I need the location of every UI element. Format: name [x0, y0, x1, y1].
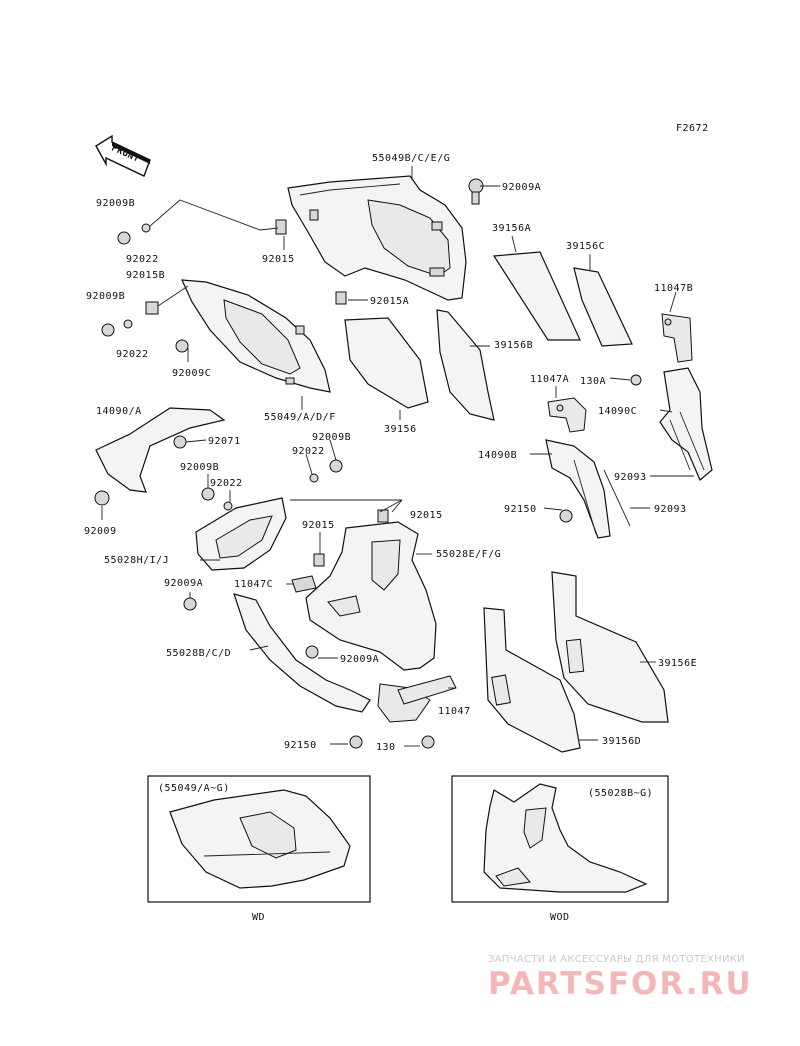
bolt-92009B-c	[309, 459, 343, 483]
callout-92015B: 92015B	[126, 270, 165, 281]
callout-130A: 130A	[580, 376, 606, 387]
inset-left: (55049/A~G) WD	[147, 775, 371, 923]
figure-id: F2672	[676, 123, 709, 134]
callout-39156: 39156	[384, 424, 417, 435]
callout-92022-a: 92022	[126, 254, 159, 265]
leader-lines	[101, 166, 694, 747]
callout-labels: 55049B/C/E/G 92009A 92009B 92022 92015 9…	[84, 153, 697, 753]
inset-right-title: (55028B~G)	[588, 788, 653, 799]
callout-92022-b: 92022	[116, 349, 149, 360]
callout-39156B: 39156B	[494, 340, 533, 351]
inset-left-caption: WD	[252, 912, 265, 923]
panel-39156E	[551, 571, 669, 723]
front-arrow-icon: FRONT	[95, 134, 151, 177]
callout-92015-a: 92015	[262, 254, 295, 265]
clip-92015A	[335, 291, 347, 305]
callout-55028BCD: 55028B/C/D	[166, 648, 231, 659]
bolt-92009B-b	[101, 301, 159, 337]
bracket-11047C	[291, 575, 317, 593]
watermark-tagline: ЗАПЧАСТИ И АКСЕССУАРЫ ДЛЯ МОТОТЕХНИКИ	[488, 954, 745, 965]
callout-130: 130	[376, 742, 396, 753]
callout-39156D: 39156D	[602, 736, 641, 747]
callout-11047C: 11047C	[234, 579, 273, 590]
bolt-92009	[94, 490, 110, 506]
callout-92015-b: 92015	[410, 510, 443, 521]
lower-fairing-left	[181, 279, 331, 393]
watermark-brand: PARTSFOR.RU	[488, 966, 753, 1002]
callout-92009B-c: 92009B	[312, 432, 351, 443]
callout-92009B-d: 92009B	[180, 462, 219, 473]
bolt-92009A-top	[468, 178, 484, 205]
callout-92009A-mid: 92009A	[164, 578, 203, 589]
callout-11047B: 11047B	[654, 283, 693, 294]
inner-cowl-55028HIJ	[195, 497, 287, 571]
callout-11047A: 11047A	[530, 374, 569, 385]
callout-92015-c: 92015	[302, 520, 335, 531]
callout-14090B: 14090B	[478, 450, 517, 461]
lower-cowl-55028EFG	[305, 521, 437, 671]
callout-92150-a: 92150	[504, 504, 537, 515]
bolt-92150-a	[559, 509, 573, 523]
bolt-130A	[630, 374, 642, 386]
bolt-92009B-d	[201, 487, 233, 511]
bolt-92009A-low	[305, 645, 319, 659]
upper-fairing-right	[287, 175, 467, 301]
panel-39156D	[483, 607, 581, 753]
callout-92071: 92071	[208, 436, 241, 447]
callout-39156C: 39156C	[566, 241, 605, 252]
bracket-14090C	[659, 367, 713, 481]
callout-92093-a: 92093	[614, 472, 647, 483]
bolt-92009B-a	[117, 223, 151, 245]
duct-14090A	[95, 407, 226, 493]
callout-92009A-low: 92009A	[340, 654, 379, 665]
bolt-92009C	[175, 339, 189, 353]
callout-11047: 11047	[438, 706, 471, 717]
bolt-92150-b	[349, 735, 363, 749]
callout-92022-c: 92022	[292, 446, 325, 457]
callout-55049ADF: 55049/A/D/F	[264, 412, 336, 423]
panel-39156A	[492, 251, 581, 341]
panel-39156B	[436, 309, 495, 421]
panel-39156C	[573, 267, 633, 347]
callout-55028EFG: 55028E/F/G	[436, 549, 501, 560]
inset-left-title: (55049/A~G)	[158, 783, 230, 794]
callout-92009B-b: 92009B	[86, 291, 125, 302]
callout-55049BCEG: 55049B/C/E/G	[372, 153, 450, 164]
callout-55028HIJ: 55028H/I/J	[104, 555, 169, 566]
inset-right: (55028B~G) WOD	[451, 775, 669, 923]
bracket-11047A	[547, 397, 587, 433]
bolt-130	[421, 735, 435, 749]
bracket-11047B	[661, 313, 693, 363]
callout-14090C: 14090C	[598, 406, 637, 417]
callout-39156E: 39156E	[658, 658, 697, 669]
bolt-92009A-mid	[183, 597, 197, 611]
clip-92015-a	[275, 219, 287, 235]
callout-92009B-a: 92009B	[96, 198, 135, 209]
panel-39156	[344, 317, 429, 409]
callout-39156A: 39156A	[492, 223, 531, 234]
callout-92009: 92009	[84, 526, 117, 537]
callout-92009C: 92009C	[172, 368, 211, 379]
callout-92093-b: 92093	[654, 504, 687, 515]
watermark-logo: ЗАПЧАСТИ И АКСЕССУАРЫ ДЛЯ МОТОТЕХНИКИ PA…	[488, 954, 753, 1002]
inset-right-caption: WOD	[550, 912, 570, 923]
bracket-14090B	[545, 439, 631, 539]
callout-92009A-top: 92009A	[502, 182, 541, 193]
callout-92150-b: 92150	[284, 740, 317, 751]
callout-92022-d: 92022	[210, 478, 243, 489]
callout-92015A: 92015A	[370, 296, 409, 307]
callout-14090A: 14090/A	[96, 406, 142, 417]
